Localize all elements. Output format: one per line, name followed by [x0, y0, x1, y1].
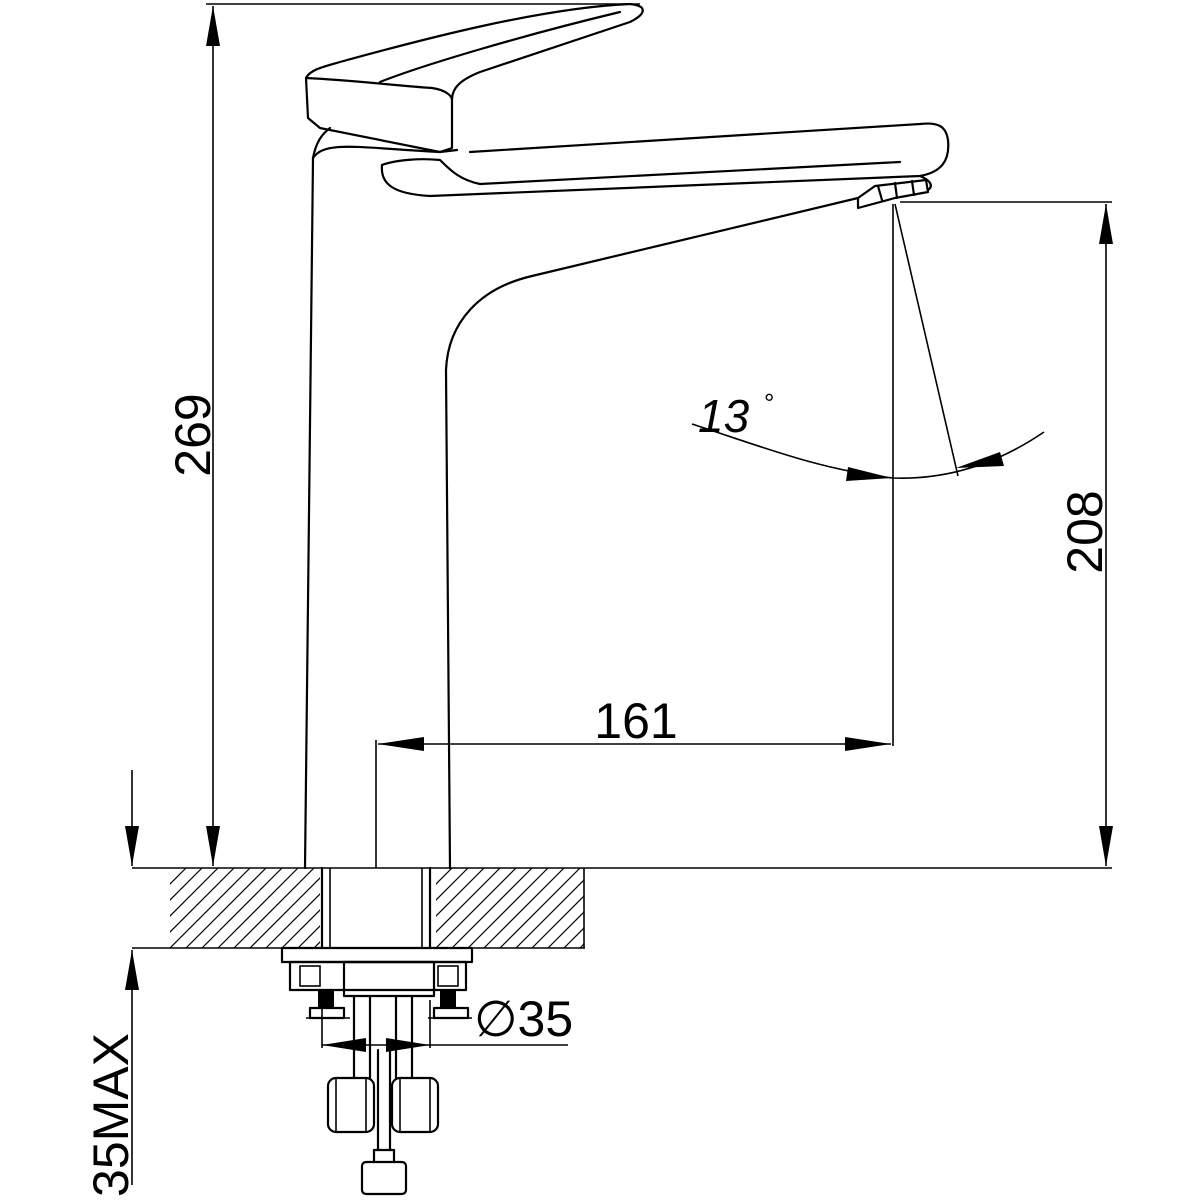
hatch-line: [436, 868, 453, 885]
spray-angle-unit: °: [764, 388, 774, 418]
lever-handle: [304, 2, 644, 154]
hatch-line: [515, 879, 584, 948]
faucet-body: [303, 126, 860, 870]
spray-angle-label: 13: [698, 390, 750, 442]
hatch-line: [451, 868, 533, 948]
hatch-line: [170, 868, 251, 948]
dimension-total-height: 269: [165, 3, 640, 866]
hatch-line: [170, 868, 171, 869]
hatch-line: [249, 877, 320, 948]
dimension-hole-diameter: ∅35: [321, 991, 573, 1052]
mounting-hardware: [280, 946, 474, 1196]
hatch-line: [201, 868, 283, 948]
hatch-line: [170, 868, 235, 933]
hatch-line: [297, 925, 320, 948]
deck-section: [132, 866, 1112, 950]
deck-hatch-left: [170, 868, 410, 948]
hatch-line: [170, 868, 203, 901]
hatch-line: [499, 868, 581, 948]
spout-height-label: 208: [1057, 490, 1113, 573]
hatch-line: [547, 911, 584, 948]
hatch-line: [579, 943, 584, 948]
hatch-line: [436, 868, 517, 948]
hatch-line: [281, 909, 320, 948]
dimension-spout-height: 208: [900, 201, 1113, 866]
hatch-line: [217, 868, 299, 948]
hatch-line: [436, 868, 485, 917]
hatch-line: [185, 868, 267, 948]
spout: [380, 122, 950, 198]
hatch-line: [436, 868, 437, 869]
hatch-line: [233, 868, 315, 948]
hatch-line: [436, 868, 501, 933]
hatch-line: [563, 927, 584, 948]
hatch-line: [265, 893, 320, 948]
hole-diameter-label: ∅35: [474, 991, 573, 1047]
hatch-line: [483, 868, 565, 948]
dimension-spout-reach: 161: [375, 204, 894, 868]
hatch-line: [436, 868, 469, 901]
hatch-line: [313, 941, 320, 948]
hatch-line: [467, 868, 549, 948]
aerator: [856, 178, 930, 210]
hatch-line: [170, 868, 219, 917]
total-height-label: 269: [165, 393, 221, 476]
dimension-spray-angle: 13 °: [691, 203, 1045, 481]
hatch-line: [330, 868, 410, 948]
max-deck-thickness-label: 35MAX: [83, 1033, 139, 1197]
dimension-max-deck-thickness: 35MAX: [83, 770, 139, 1197]
deck-hatch-right: [436, 868, 584, 948]
hatch-line: [531, 895, 584, 948]
hatch-line: [170, 868, 187, 885]
spout-reach-label: 161: [594, 693, 677, 749]
